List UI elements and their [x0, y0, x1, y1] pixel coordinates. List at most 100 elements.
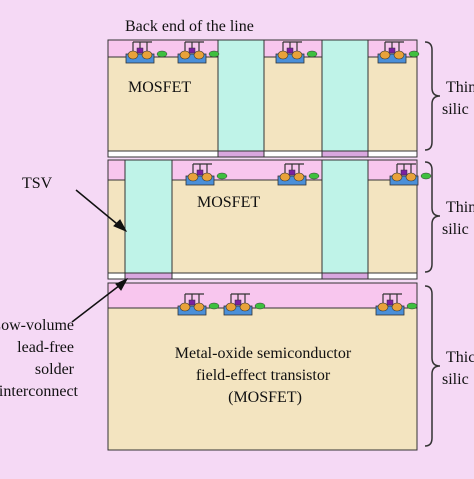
drain-region [293, 172, 305, 182]
tier-3-silicon [107, 307, 418, 451]
tsv-label: TSV [22, 175, 53, 192]
transistor-well [125, 53, 155, 64]
tier-2-bond-gap [107, 272, 418, 280]
gate [234, 299, 242, 306]
transistor-well [177, 53, 207, 64]
gate [288, 169, 296, 176]
drain-region [141, 50, 153, 60]
transistor-well [177, 305, 207, 316]
tier-3-label: Thic silic [442, 349, 474, 388]
contact-pad [420, 172, 432, 180]
drain-region [405, 172, 417, 182]
transistor-well [277, 175, 307, 186]
contact-pad [306, 50, 318, 58]
gate [188, 299, 196, 306]
solder-label-line-4: interconnect [0, 383, 79, 400]
source-region [127, 50, 139, 60]
tsv-tier1-left [217, 39, 265, 152]
gate [188, 47, 196, 54]
gate [388, 47, 396, 54]
tier-2-brace [424, 161, 441, 273]
transistor-t1-d [377, 41, 420, 64]
tier-1-label-line-2: silic [442, 101, 469, 118]
bottom-device-label-line-1: Metal-oxide semiconductor [175, 345, 352, 362]
tier-2-device-label: MOSFET [197, 194, 260, 211]
contact-pad [216, 172, 228, 180]
tsv-tier2-left [124, 159, 173, 274]
transistor-t3-a [177, 293, 220, 316]
tsv-tier2-right [321, 159, 369, 274]
tier-1 [107, 39, 420, 158]
solder-arrowhead [115, 277, 129, 291]
tsv-tier1-right [321, 39, 369, 152]
source-region [391, 172, 403, 182]
source-region [279, 172, 291, 182]
tier-1-device-label: MOSFET [128, 79, 191, 96]
tier-2-label: Thin silic [442, 199, 474, 238]
transistor-t3-b [223, 293, 266, 316]
contact-pad [308, 172, 320, 180]
transistor-t3-c [375, 293, 418, 316]
solder-label-line-3: solder [35, 361, 75, 378]
solder-arrow [71, 281, 125, 323]
transistor-well [389, 175, 419, 186]
gate [386, 299, 394, 306]
tier-3-label-line-1: Thic [446, 349, 474, 366]
solder-label: Low-volume lead-free solder interconnect [0, 317, 79, 400]
source-region [379, 50, 391, 60]
transistor-well [223, 305, 253, 316]
bottom-device-label: Metal-oxide semiconductor field-effect t… [175, 345, 355, 406]
transistor-t2-a [185, 163, 228, 186]
contact-pad [406, 302, 418, 310]
tier-2 [107, 159, 432, 280]
tsv-arrow [75, 189, 123, 229]
drain-region [239, 302, 251, 312]
contact-pad [208, 302, 220, 310]
tsv-pad [124, 272, 173, 280]
transistor-well [377, 53, 407, 64]
gate [196, 169, 204, 176]
source-region [187, 172, 199, 182]
transistor-t2-b [277, 163, 320, 186]
source-region [225, 302, 237, 312]
drain-region [193, 50, 205, 60]
drain-region [391, 302, 403, 312]
contact-pad [408, 50, 420, 58]
source-region [277, 50, 289, 60]
contact-pad [254, 302, 266, 310]
drain-region [291, 50, 303, 60]
tier-1-label-line-1: Thin [446, 79, 474, 96]
tsv-arrowhead [113, 219, 128, 233]
gate [400, 169, 408, 176]
drain-region [193, 302, 205, 312]
tier-2-label-line-1: Thin [446, 199, 474, 216]
transistor-t1-a [125, 41, 168, 64]
transistor-t2-c [389, 163, 432, 186]
tier-1-label: Thin silic [442, 79, 474, 118]
tier-2-label-line-2: silic [442, 221, 469, 238]
contact-pad [156, 50, 168, 58]
transistor-t1-c [275, 41, 318, 64]
top-caption: Back end of the line [125, 18, 254, 35]
source-region [179, 50, 191, 60]
source-region [179, 302, 191, 312]
transistor-well [275, 53, 305, 64]
tier-3 [107, 282, 418, 451]
transistor-t1-b [177, 41, 220, 64]
contact-pad [208, 50, 220, 58]
drain-region [393, 50, 405, 60]
bottom-device-label-line-3: (MOSFET) [228, 389, 302, 406]
tsv-pad [217, 150, 265, 158]
solder-label-line-2: lead-free [17, 339, 74, 356]
tier-1-brace [424, 41, 441, 151]
tsv-pad [321, 272, 369, 280]
solder-label-line-1: Low-volume [0, 317, 74, 334]
tier-3-brace [424, 285, 441, 447]
gate [136, 47, 144, 54]
tsv-pad [321, 150, 369, 158]
source-region [377, 302, 389, 312]
drain-region [201, 172, 213, 182]
transistor-well [185, 175, 215, 186]
